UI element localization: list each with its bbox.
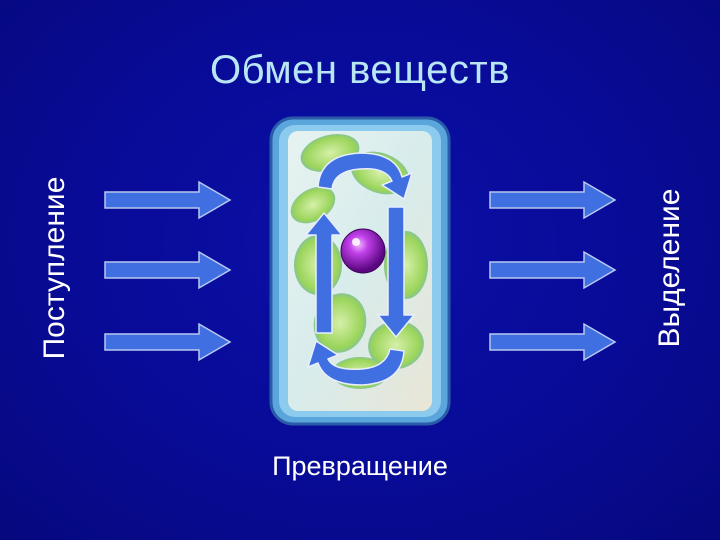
input-arrow-1	[103, 180, 233, 220]
output-arrow-2	[488, 250, 618, 290]
transformation-label: Превращение	[0, 448, 720, 484]
input-arrow-2	[103, 250, 233, 290]
plant-cell-icon	[268, 115, 452, 427]
output-arrow-3	[488, 322, 618, 362]
input-arrow-3	[103, 322, 233, 362]
output-arrow-1	[488, 180, 618, 220]
intake-label: Поступление	[37, 168, 73, 368]
excretion-label: Выделение	[652, 168, 688, 368]
slide-title: Обмен веществ	[0, 44, 720, 96]
